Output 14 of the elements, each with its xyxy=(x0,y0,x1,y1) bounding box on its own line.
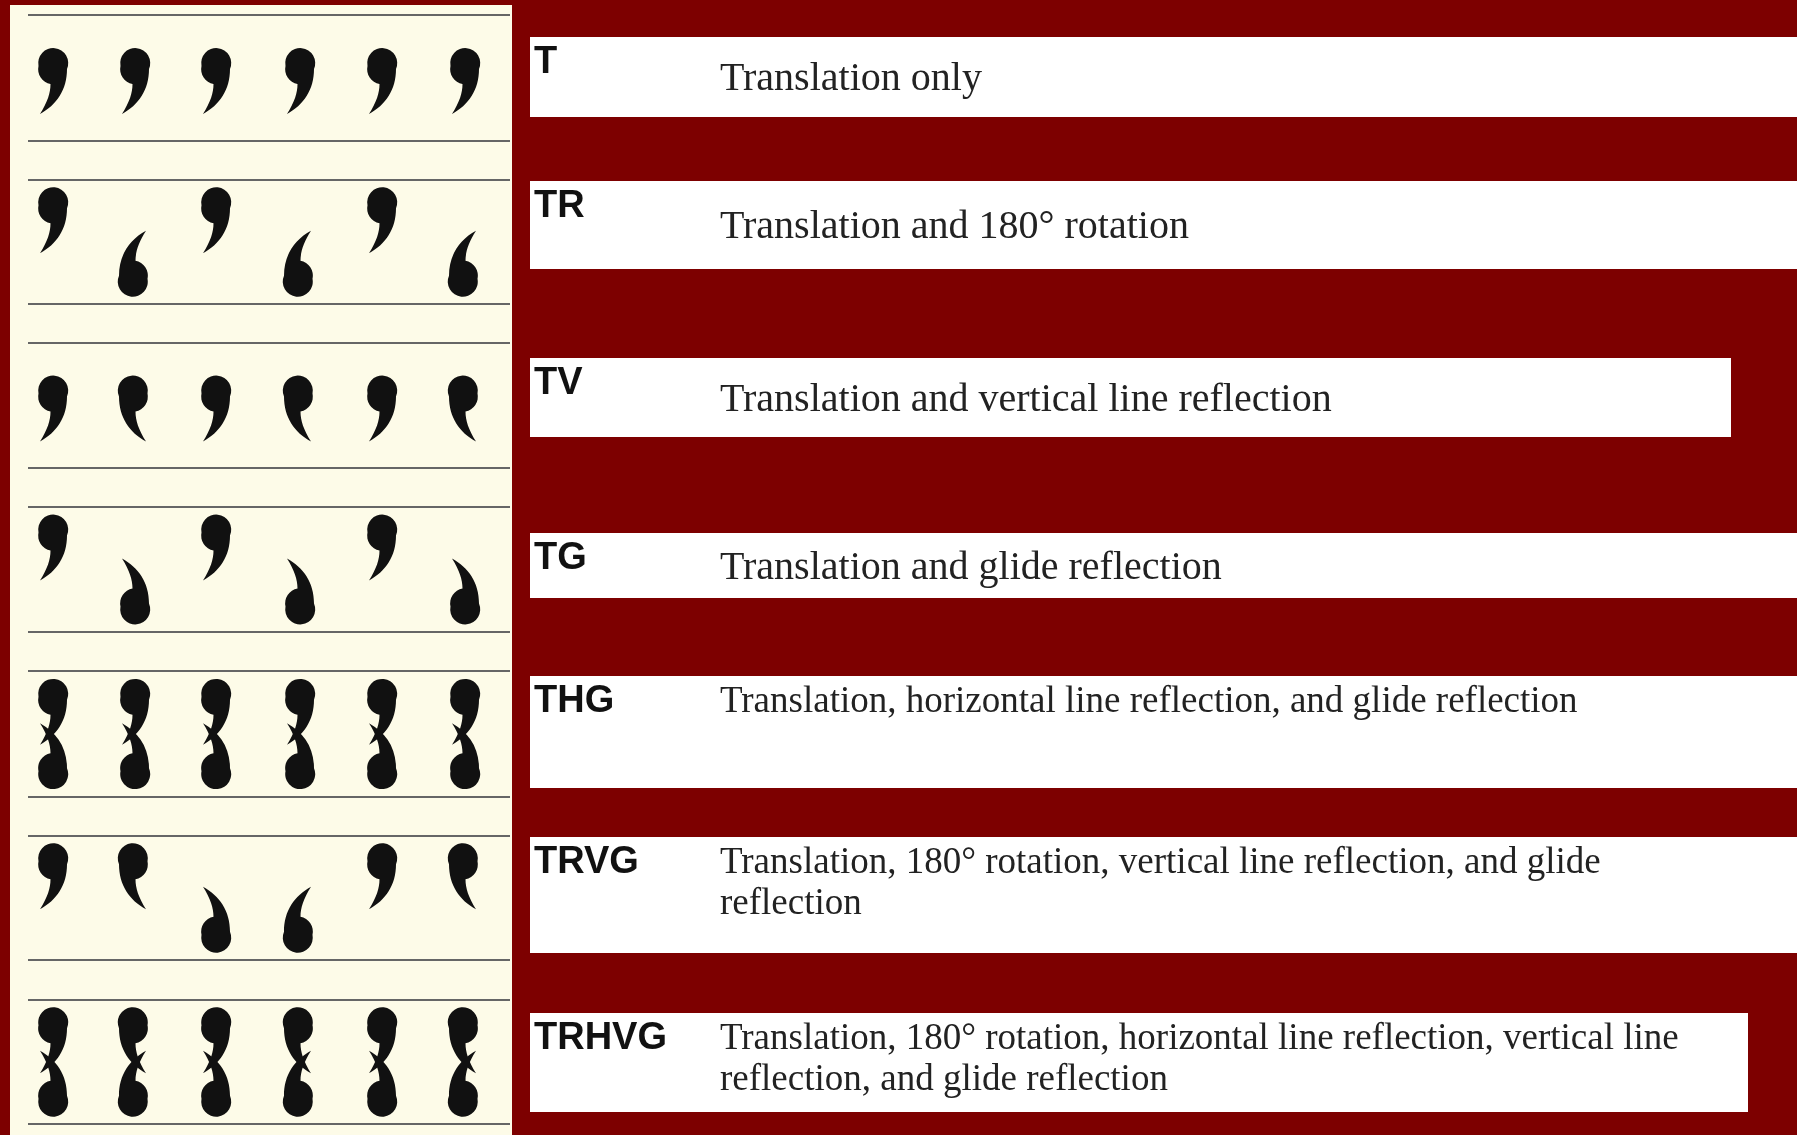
pattern-description: Translation only xyxy=(720,54,983,100)
pattern-code: TRVG xyxy=(534,839,639,882)
pattern-description: Translation, 180° rotation, vertical line reflection, and glide reflection xyxy=(720,841,1602,923)
pattern-description: Translation, horizontal line reflection, and glide reflection xyxy=(720,680,1579,721)
pattern-code: TRHVG xyxy=(534,1015,667,1058)
pattern-code: TR xyxy=(534,183,585,226)
pattern-code: T xyxy=(534,39,558,82)
pattern-description: Translation, 180° rotation, horizontal line reflection, vertical line reflection, and glide reflection xyxy=(720,1017,1680,1099)
pattern-code: TV xyxy=(534,360,583,403)
pattern-code: TG xyxy=(534,535,587,578)
pattern-code: THG xyxy=(534,678,615,721)
pattern-description: Translation and glide reflection xyxy=(720,542,1223,589)
pattern-description: Translation and vertical line reflection xyxy=(720,374,1333,421)
pattern-description: Translation and 180° rotation xyxy=(720,202,1190,248)
